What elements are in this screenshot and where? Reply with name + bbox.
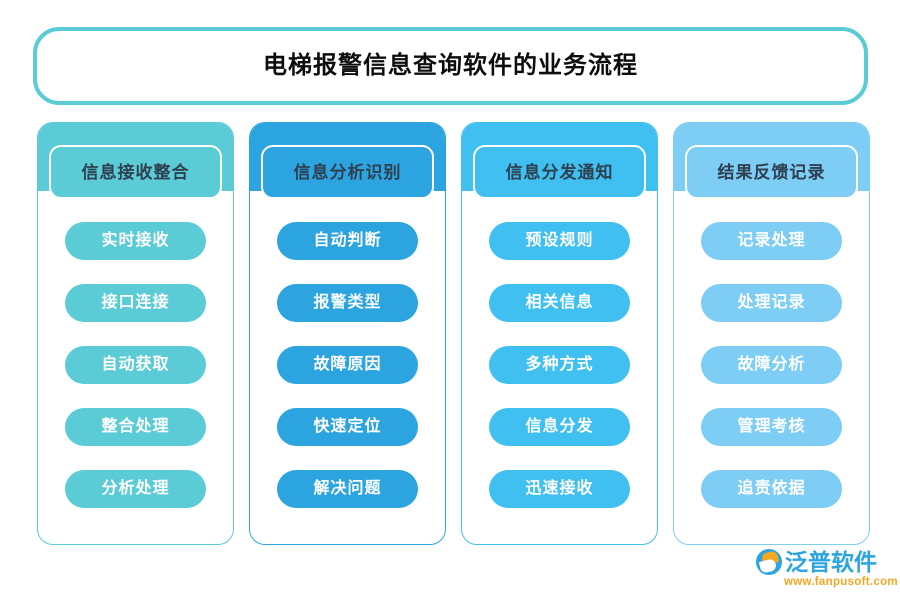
process-step[interactable]: 信息分发 — [489, 408, 630, 446]
column-header-4[interactable]: 结果反馈记录 — [685, 145, 858, 199]
process-step[interactable]: 实时接收 — [65, 222, 206, 260]
brand-row: 泛普软件 — [756, 549, 896, 575]
brand-url[interactable]: www.fanpusoft.com — [784, 576, 898, 588]
process-columns: 信息接收整合 实时接收 接口连接 自动获取 整合处理 分析处理 信息分析识别 自… — [0, 122, 900, 547]
process-column-1: 信息接收整合 实时接收 接口连接 自动获取 整合处理 分析处理 — [37, 122, 234, 545]
column-header-label: 信息分析识别 — [293, 162, 402, 182]
process-step[interactable]: 快速定位 — [277, 408, 418, 446]
process-step[interactable]: 故障原因 — [277, 346, 418, 384]
brand-logo[interactable]: 泛普软件 www.fanpusoft.com — [756, 549, 898, 593]
process-column-3: 信息分发通知 预设规则 相关信息 多种方式 信息分发 迅速接收 — [461, 122, 658, 545]
process-step[interactable]: 接口连接 — [65, 284, 206, 322]
page-title: 电梯报警信息查询软件的业务流程 — [263, 52, 638, 79]
process-step[interactable]: 报警类型 — [277, 284, 418, 322]
process-step[interactable]: 处理记录 — [701, 284, 842, 322]
column-header-1[interactable]: 信息接收整合 — [49, 145, 222, 199]
process-step[interactable]: 管理考核 — [701, 408, 842, 446]
process-step[interactable]: 相关信息 — [489, 284, 630, 322]
column-items-1: 实时接收 接口连接 自动获取 整合处理 分析处理 — [37, 222, 234, 508]
process-step-label: 整合处理 — [101, 418, 170, 435]
process-step-label: 接口连接 — [101, 294, 170, 311]
process-step-label: 报警类型 — [313, 294, 382, 311]
process-step-label: 记录处理 — [737, 232, 806, 249]
column-header-label: 结果反馈记录 — [717, 162, 826, 182]
column-header-3[interactable]: 信息分发通知 — [473, 145, 646, 199]
process-column-4: 结果反馈记录 记录处理 处理记录 故障分析 管理考核 追责依据 — [673, 122, 870, 545]
process-step-label: 自动获取 — [101, 356, 170, 373]
process-step-label: 实时接收 — [101, 232, 170, 249]
process-step-label: 快速定位 — [313, 418, 382, 435]
process-step-label: 相关信息 — [525, 294, 594, 311]
process-step[interactable]: 分析处理 — [65, 470, 206, 508]
process-step-label: 自动判断 — [313, 232, 382, 249]
column-items-4: 记录处理 处理记录 故障分析 管理考核 追责依据 — [673, 222, 870, 508]
process-step[interactable]: 故障分析 — [701, 346, 842, 384]
process-step[interactable]: 预设规则 — [489, 222, 630, 260]
process-step[interactable]: 记录处理 — [701, 222, 842, 260]
process-step[interactable]: 多种方式 — [489, 346, 630, 384]
process-step-label: 解决问题 — [313, 480, 382, 497]
process-step[interactable]: 迅速接收 — [489, 470, 630, 508]
process-step-label: 追责依据 — [737, 480, 806, 497]
process-step[interactable]: 整合处理 — [65, 408, 206, 446]
column-header-label: 信息分发通知 — [505, 162, 614, 182]
process-step-label: 处理记录 — [737, 294, 806, 311]
process-step[interactable]: 追责依据 — [701, 470, 842, 508]
process-step-label: 信息分发 — [525, 418, 594, 435]
process-step-label: 故障原因 — [313, 356, 382, 373]
process-step-label: 迅速接收 — [525, 480, 594, 497]
column-items-2: 自动判断 报警类型 故障原因 快速定位 解决问题 — [249, 222, 446, 508]
process-step-label: 管理考核 — [737, 418, 806, 435]
process-step-label: 分析处理 — [101, 480, 170, 497]
process-step-label: 预设规则 — [525, 232, 594, 249]
page-title-card: 电梯报警信息查询软件的业务流程 — [33, 27, 868, 105]
column-header-2[interactable]: 信息分析识别 — [261, 145, 434, 199]
process-step-label: 故障分析 — [737, 356, 806, 373]
process-step[interactable]: 自动获取 — [65, 346, 206, 384]
process-step[interactable]: 自动判断 — [277, 222, 418, 260]
fanpu-logo-icon — [756, 549, 782, 575]
process-step-label: 多种方式 — [525, 356, 594, 373]
logo-swoop-white — [758, 558, 778, 574]
column-items-3: 预设规则 相关信息 多种方式 信息分发 迅速接收 — [461, 222, 658, 508]
process-step[interactable]: 解决问题 — [277, 470, 418, 508]
process-column-2: 信息分析识别 自动判断 报警类型 故障原因 快速定位 解决问题 — [249, 122, 446, 545]
brand-name: 泛普软件 — [785, 548, 877, 575]
column-header-label: 信息接收整合 — [81, 162, 190, 182]
